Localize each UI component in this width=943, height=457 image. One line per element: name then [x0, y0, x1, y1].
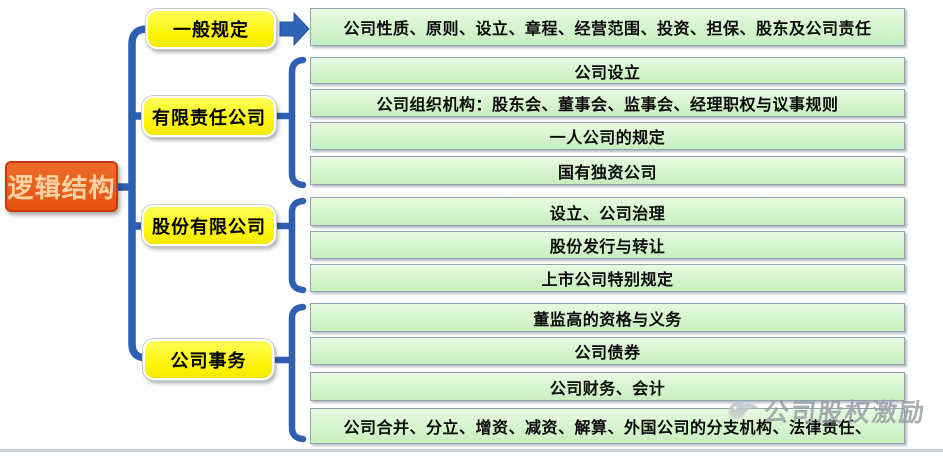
- watermark: 公司股权激励: [726, 391, 928, 431]
- leaf-item: 董监高的资格与义务: [310, 303, 905, 332]
- brace-joint-stock: [273, 197, 307, 294]
- leaf-item: 公司性质、原则、设立、章程、经营范围、投资、担保、股东及公司责任: [310, 8, 905, 46]
- main-bracket: [128, 25, 151, 362]
- branch-label: 一般规定: [173, 20, 249, 41]
- leaf-item: 公司合并、分立、增资、减资、解算、外国公司的分支机构、法律责任、: [310, 408, 905, 444]
- leaf-item: 国有独资公司: [310, 156, 905, 185]
- branch-node-general-provisions: 一般规定: [146, 9, 276, 49]
- right-arrow-icon: [279, 11, 310, 47]
- dove-logo-icon: [728, 401, 759, 420]
- leaf-item: 公司债券: [310, 337, 905, 365]
- brace-limited-liability: [273, 56, 307, 189]
- branch-node-joint-stock: 股份有限公司: [142, 205, 276, 246]
- root-label: 逻辑结构: [7, 174, 116, 204]
- leaf-item: 公司财务、会计: [310, 372, 905, 401]
- branch-node-company-affairs: 公司事务: [143, 339, 274, 380]
- root-node: 逻辑结构: [5, 161, 118, 212]
- branch-label: 有限责任公司: [152, 107, 266, 129]
- leaf-item: 设立、公司治理: [310, 197, 905, 226]
- leaf-item: 一人公司的规定: [310, 122, 905, 150]
- leaf-item: 上市公司特别规定: [310, 264, 905, 292]
- brace-company-affairs: [273, 303, 307, 443]
- leaf-item: 公司设立: [310, 57, 905, 84]
- branch-label: 公司事务: [170, 350, 247, 372]
- branch-node-limited-liability: 有限责任公司: [142, 96, 276, 137]
- leaf-item: 股份发行与转让: [310, 231, 905, 259]
- branch-label: 股份有限公司: [152, 216, 266, 238]
- bottom-divider: [0, 449, 943, 452]
- watermark-text: 公司股权激励: [762, 398, 928, 427]
- leaf-item: 公司组织机构：股东会、董事会、监事会、经理职权与议事规则: [310, 89, 905, 117]
